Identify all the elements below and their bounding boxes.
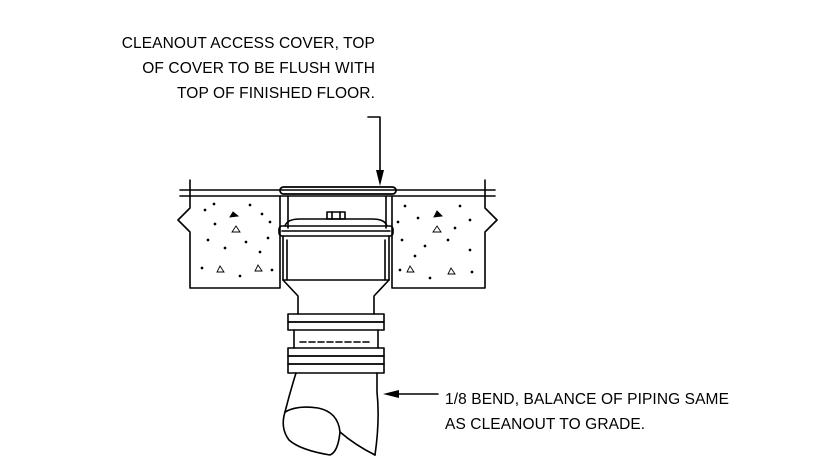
- cover-callout-text: CLEANOUT ACCESS COVER, TOP OF COVER TO B…: [30, 31, 375, 106]
- bend-leader-arrow: [383, 390, 439, 398]
- cover-leader-arrow: [367, 116, 384, 186]
- concrete-slab-left: [177, 195, 281, 289]
- cleanout-plug: [278, 211, 394, 237]
- concrete-aggregate: [200, 202, 474, 280]
- cover-callout-line-1: CLEANOUT ACCESS COVER, TOP: [121, 35, 375, 52]
- cover-callout-line-3: TOP OF FINISHED FLOOR.: [177, 85, 375, 102]
- concrete-slab-right: [391, 195, 498, 289]
- access-cover-plate: [279, 186, 397, 195]
- bend-callout-line-1: 1/8 BEND, BALANCE OF PIPING SAME: [445, 391, 730, 408]
- cover-callout-line-2: OF COVER TO BE FLUSH WITH: [142, 60, 375, 77]
- eighth-bend-pipe: [282, 372, 379, 456]
- bend-callout-text: 1/8 BEND, BALANCE OF PIPING SAME AS CLEA…: [445, 387, 729, 437]
- pipe-hub-bands: [287, 313, 385, 374]
- finished-floor-lines: [179, 179, 496, 197]
- cleanout-body: [282, 235, 390, 315]
- bend-callout-line-2: AS CLEANOUT TO GRADE.: [445, 416, 646, 433]
